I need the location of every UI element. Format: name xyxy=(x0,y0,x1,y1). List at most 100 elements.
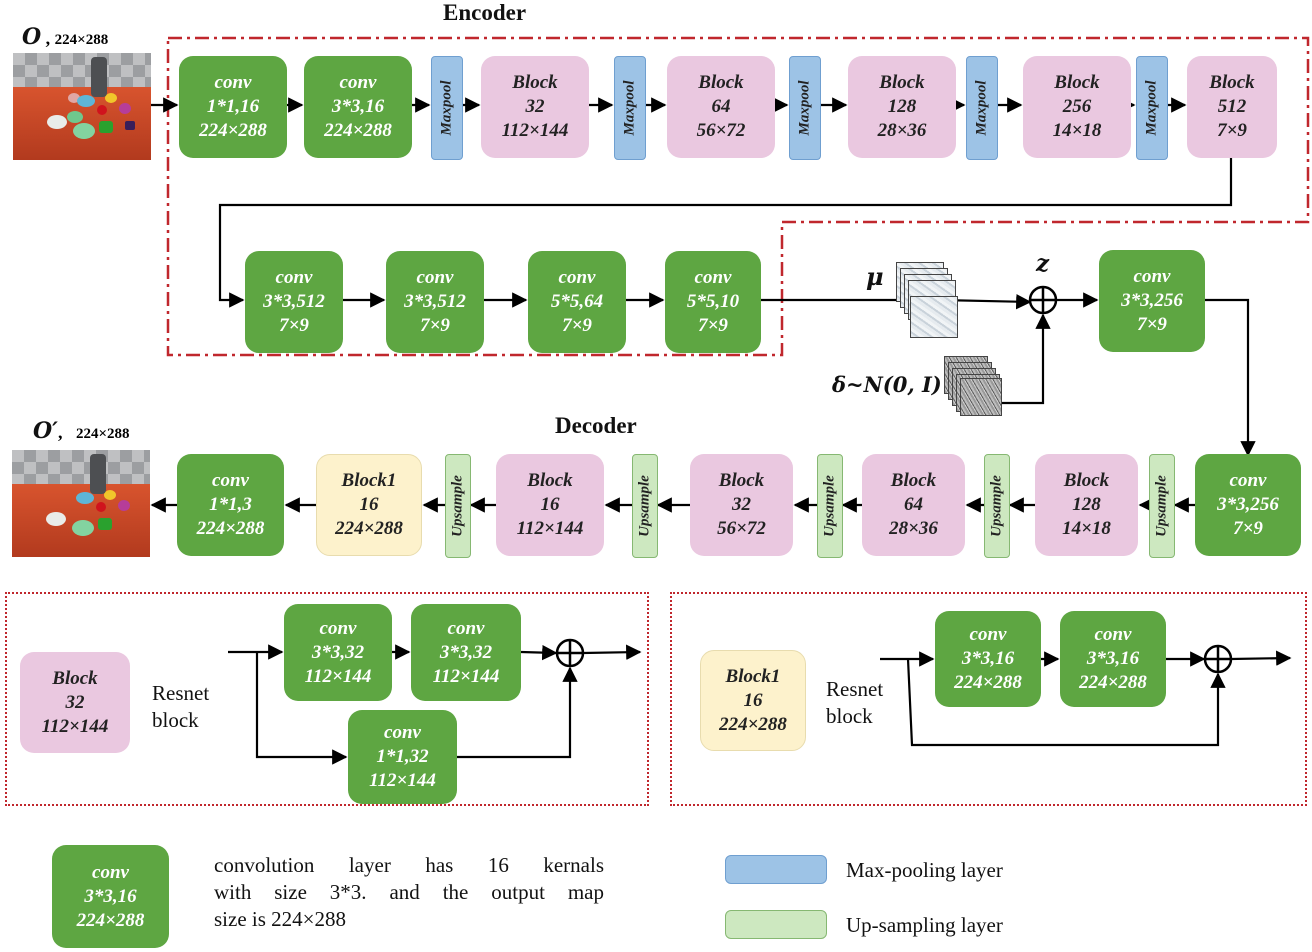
decoder-block1-10-l3: 224×288 xyxy=(335,518,403,539)
encoder-block-7-l3: 28×36 xyxy=(877,120,927,141)
decoder-block-6-l3: 56×72 xyxy=(717,518,766,539)
encoder-conv-1-l2: 3*3,16 xyxy=(331,96,385,117)
maxpool-4: Maxpool xyxy=(614,56,646,160)
encoder-row2-conv-0-l1: conv xyxy=(275,267,313,288)
decoder-conv-0: conv 3*3,256 7×9 xyxy=(1195,454,1301,556)
encoder-conv-0-l2: 1*1,16 xyxy=(206,96,260,117)
input-symbol: O xyxy=(22,24,42,50)
decoder-conv-11-l2: 1*1,3 xyxy=(209,494,252,515)
encoder-conv-1-l1: conv xyxy=(339,72,377,93)
encoder-block-7-l1: Block xyxy=(879,72,925,93)
encoder-block-9-l3: 14×18 xyxy=(1052,120,1102,141)
encoder-row2-conv-3: conv 5*5,10 7×9 xyxy=(665,251,761,353)
decoder-title: Decoder xyxy=(555,413,637,438)
encoder-conv-1: conv 3*3,16 224×288 xyxy=(304,56,412,158)
decoder-block-2-l1: Block xyxy=(1063,470,1110,491)
encoder-row2-conv-0-l2: 3*3,512 xyxy=(263,291,325,312)
decoder-conv-0-l2: 3*3,256 xyxy=(1217,494,1279,515)
output-image xyxy=(12,450,150,557)
upsample-legend-swatch xyxy=(725,910,827,939)
post-z-conv-l3: 7×9 xyxy=(1137,314,1167,335)
legend-conv-example-l1: conv xyxy=(92,861,129,883)
resnet-shortcut-conv-l3: 112×144 xyxy=(369,770,436,791)
resnet-block1-example-l1: Block1 xyxy=(725,665,781,687)
resnet1-conv-b-l1: conv xyxy=(1094,624,1132,645)
resnet-sum-circle xyxy=(555,638,585,668)
upsample-1-label: Upsample xyxy=(1153,475,1170,537)
resnet-block1-frame xyxy=(670,592,1307,806)
encoder-block-3-l3: 112×144 xyxy=(501,120,569,141)
encoder-block-11-l2: 512 xyxy=(1217,96,1247,117)
encoder-conv-1-l3: 224×288 xyxy=(324,120,392,141)
encoder-row2-conv-2-l2: 5*5,64 xyxy=(550,291,604,312)
resnet-shortcut-conv-l2: 1*1,32 xyxy=(376,746,429,767)
resnet-conv-a-l1: conv xyxy=(319,617,357,639)
resnet-block1-example-l3: 224×288 xyxy=(719,713,787,735)
mu-label: μ xyxy=(866,262,884,291)
input-size: 224×288 xyxy=(54,32,109,48)
encoder-row2-conv-3-l2: 5*5,10 xyxy=(686,291,740,312)
arrow-rb-out xyxy=(582,644,642,660)
encoder-frame xyxy=(166,36,1310,357)
maxpool-10-label: Maxpool xyxy=(1143,80,1160,136)
resnet1-conv-b-l2: 3*3,16 xyxy=(1086,648,1140,669)
resnet-block-example-l1: Block xyxy=(52,667,98,689)
upsample-5: Upsample xyxy=(817,454,843,558)
encoder-row2-conv-2-l1: conv xyxy=(558,267,596,288)
decoder-conv-0-l1: conv xyxy=(1229,470,1267,491)
output-size: 224×288 xyxy=(75,426,130,442)
decoder-block1-10-l1: Block1 xyxy=(341,470,397,491)
encoder-conv-0-l3: 224×288 xyxy=(199,120,267,141)
resnet-conv-a-l2: 3*3,32 xyxy=(311,641,365,663)
resnet-block-example-l2: 32 xyxy=(65,691,85,713)
maxpool-6-label: Maxpool xyxy=(796,80,813,136)
upsample-1: Upsample xyxy=(1149,454,1175,558)
resnet-shortcut-conv: conv 1*1,32 112×144 xyxy=(348,710,457,804)
decoder-block1-10-l2: 16 xyxy=(359,494,379,515)
decoder-conv-0-l3: 7×9 xyxy=(1233,518,1263,539)
maxpool-legend-text: Max-pooling layer xyxy=(846,858,1003,882)
encoder-row2-conv-3-l1: conv xyxy=(694,267,732,288)
z-label: z xyxy=(1036,250,1050,277)
maxpool-8-label: Maxpool xyxy=(973,80,990,136)
maxpool-legend-swatch xyxy=(725,855,827,884)
encoder-row2-conv-1-l1: conv xyxy=(416,267,454,288)
encoder-block-11-l1: Block xyxy=(1209,72,1255,93)
encoder-conv-0: conv 1*1,16 224×288 xyxy=(179,56,287,158)
maxpool-6: Maxpool xyxy=(789,56,821,160)
upsample-7: Upsample xyxy=(632,454,658,558)
maxpool-4-label: Maxpool xyxy=(621,80,638,136)
decoder-block-6-l2: 32 xyxy=(732,494,751,515)
legend-conv-example-l3: 224×288 xyxy=(76,909,145,931)
resnet-conv-b-l1: conv xyxy=(447,617,485,639)
resnet-block-label: Resnet block xyxy=(152,681,210,732)
resnet1-conv-a-l2: 3*3,16 xyxy=(961,648,1015,669)
maxpool-2-label: Maxpool xyxy=(438,80,455,136)
resnet-shortcut-conv-l1: conv xyxy=(384,722,421,743)
decoder-conv-11-l3: 224×288 xyxy=(196,518,265,539)
encoder-block-9-l2: 256 xyxy=(1062,96,1092,117)
upsample-7-label: Upsample xyxy=(636,475,653,537)
arrow-rb-to-sum xyxy=(520,644,558,661)
upsample-9-label: Upsample xyxy=(449,475,466,537)
decoder-block-8-l2: 16 xyxy=(540,494,560,515)
decoder-block-4-l2: 64 xyxy=(904,494,923,515)
decoder-block1-10: Block1 16 224×288 xyxy=(316,454,422,556)
resnet-block1-label: Resnet block xyxy=(826,677,884,728)
decoder-conv-11-l1: conv xyxy=(212,470,249,491)
arrow-row-wrap xyxy=(218,158,1233,308)
encoder-conv-0-l1: conv xyxy=(214,72,252,93)
encoder-row2-conv-3-l3: 7×9 xyxy=(698,315,728,336)
